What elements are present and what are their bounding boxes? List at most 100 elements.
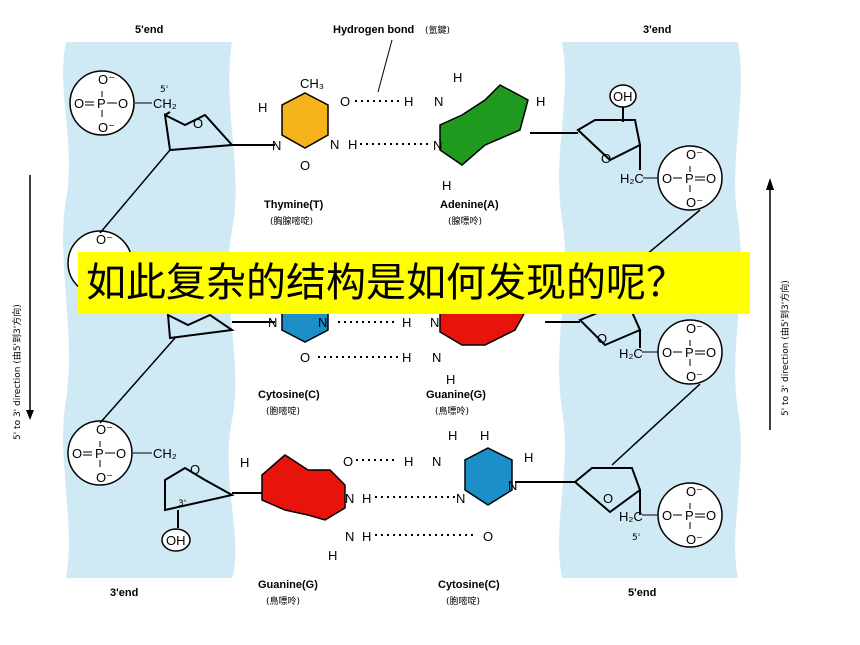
- guanine-bottom-o6: O: [343, 454, 353, 469]
- svg-text:O⁻: O⁻: [686, 195, 703, 210]
- right-oh-group: OH: [609, 84, 637, 108]
- adenine-n6: N: [434, 94, 443, 109]
- hydrogen-bond-cn-label: (氫鍵): [425, 24, 450, 36]
- left-ch2-top: CH₂: [153, 96, 177, 111]
- cytosine-bottom-h4b: H: [448, 428, 457, 443]
- cytosine-bottom-n4: N: [432, 454, 441, 469]
- thymine-n3: N: [330, 137, 339, 152]
- thymine-label: Thymine(T): [264, 199, 324, 211]
- right-phosphate-top: O⁻ O P O O⁻: [657, 145, 723, 211]
- guanine-bottom-h2b: H: [328, 548, 337, 563]
- three-end-top-label: 3'end: [643, 24, 671, 36]
- right-sugar-bottom-o: O: [603, 491, 613, 506]
- guanine-mid-ring: [439, 311, 527, 346]
- guanine-bottom-ring: [261, 454, 346, 521]
- svg-text:O: O: [74, 96, 84, 111]
- right-sugar-bottom: [515, 467, 642, 515]
- guanine-bottom-n1: N: [345, 491, 354, 506]
- svg-text:O: O: [662, 508, 672, 523]
- adenine-h2: H: [442, 178, 451, 193]
- cytosine-bottom-ring: [464, 447, 513, 506]
- right-h2c-top: H₂C: [620, 171, 644, 186]
- right-h2c-mid: H₂C: [619, 346, 643, 361]
- hydrogen-bond-label: Hydrogen bond: [333, 24, 414, 36]
- right-phosphate-bottom: O⁻ O P O O⁻: [657, 482, 723, 548]
- left-five-prime-top: 5': [160, 85, 168, 95]
- cytosine-bottom-label: Cytosine(C): [438, 579, 500, 591]
- question-banner: 如此复杂的结构是如何发现的呢？: [78, 252, 750, 314]
- thymine-o4: O: [340, 94, 350, 109]
- svg-text:O: O: [118, 96, 128, 111]
- thymine-o2: O: [300, 158, 310, 173]
- guanine-mid-n2: N: [432, 350, 441, 365]
- thymine-ring: [281, 92, 329, 149]
- adenine-ring: [439, 84, 529, 166]
- guanine-mid-n1: N: [430, 315, 439, 330]
- adenine-h6: H: [404, 94, 413, 109]
- guanine-bottom-label: Guanine(G): [258, 579, 318, 591]
- svg-text:O: O: [706, 508, 716, 523]
- guanine-bottom-n2: N: [345, 529, 354, 544]
- guanine-mid-h1: H: [402, 315, 411, 330]
- guanine-mid-h2: H: [402, 350, 411, 365]
- svg-text:O⁻: O⁻: [686, 147, 703, 162]
- cytosine-mid-cn-label: (胞嘧啶): [266, 405, 300, 417]
- adenine-h8: H: [536, 94, 545, 109]
- guanine-mid-cn-label: (鳥嘌呤): [435, 405, 469, 417]
- cytosine-mid-label: Cytosine(C): [258, 389, 320, 401]
- svg-text:O⁻: O⁻: [96, 422, 113, 437]
- left-sugar-bottom-o: O: [190, 462, 200, 477]
- right-sugar-top-o: O: [601, 151, 611, 166]
- left-sugar-mid: [99, 313, 275, 424]
- svg-text:O⁻: O⁻: [98, 72, 115, 87]
- svg-text:O⁻: O⁻: [686, 369, 703, 384]
- cytosine-mid-n: N: [268, 315, 277, 330]
- right-h2c-bottom: H₂C: [619, 509, 643, 524]
- svg-text:5' to 3' direction (由5'到3'方向): 5' to 3' direction (由5'到3'方向): [11, 304, 23, 440]
- thymine-cn-label: (胸腺嘧啶): [270, 215, 313, 227]
- svg-text:5' to 3' direction (由5'到3'方向): 5' to 3' direction (由5'到3'方向): [779, 280, 791, 416]
- thymine-ch3: CH₃: [300, 76, 324, 91]
- left-sugar-top: [163, 111, 275, 152]
- right-sugar-top: [530, 107, 642, 170]
- svg-text:P: P: [685, 508, 694, 523]
- three-end-bottom-label: 3'end: [110, 587, 138, 599]
- cytosine-bottom-cn-label: (胞嘧啶): [446, 595, 480, 607]
- left-sugar-bottom: [164, 466, 262, 528]
- right-sugar-mid-o: O: [597, 331, 607, 346]
- svg-text:O: O: [72, 446, 82, 461]
- left-sugar-top-o: O: [193, 116, 203, 131]
- cytosine-bottom-n3: N: [456, 491, 465, 506]
- guanine-mid-h3: H: [446, 372, 455, 387]
- left-phosphate-top: O⁻ O P O O⁻: [69, 70, 135, 136]
- svg-text:O: O: [662, 345, 672, 360]
- adenine-n1: N: [433, 138, 442, 153]
- left-direction-indicator: 5' to 3' direction (由5'到3'方向): [11, 175, 34, 440]
- svg-text:O⁻: O⁻: [96, 232, 113, 247]
- left-oh-group: OH: [161, 528, 191, 552]
- guanine-bottom-h2: H: [362, 529, 371, 544]
- cytosine-bottom-h5: H: [480, 428, 489, 443]
- svg-text:P: P: [685, 345, 694, 360]
- five-end-top-label: 5'end: [135, 24, 163, 36]
- left-three-prime: 3': [178, 499, 186, 509]
- svg-text:P: P: [95, 446, 104, 461]
- svg-text:P: P: [685, 171, 694, 186]
- hydrogen-bond-pointer: [377, 39, 393, 93]
- svg-text:O⁻: O⁻: [686, 484, 703, 499]
- svg-text:OH: OH: [166, 533, 186, 548]
- svg-text:O: O: [706, 345, 716, 360]
- svg-text:O: O: [662, 171, 672, 186]
- thymine-n1: N: [272, 138, 281, 153]
- cytosine-bottom-h6: H: [524, 450, 533, 465]
- thymine-h: H: [258, 100, 267, 115]
- guanine-bottom-h8: H: [240, 455, 249, 470]
- svg-text:O⁻: O⁻: [98, 120, 115, 135]
- left-ch2-bottom: CH₂: [153, 446, 177, 461]
- svg-text:O: O: [706, 171, 716, 186]
- adenine-cn-label: (腺嘌呤): [448, 215, 482, 227]
- right-five-prime: 5': [632, 533, 640, 543]
- five-end-bottom-label: 5'end: [628, 587, 656, 599]
- svg-text:O⁻: O⁻: [686, 321, 703, 336]
